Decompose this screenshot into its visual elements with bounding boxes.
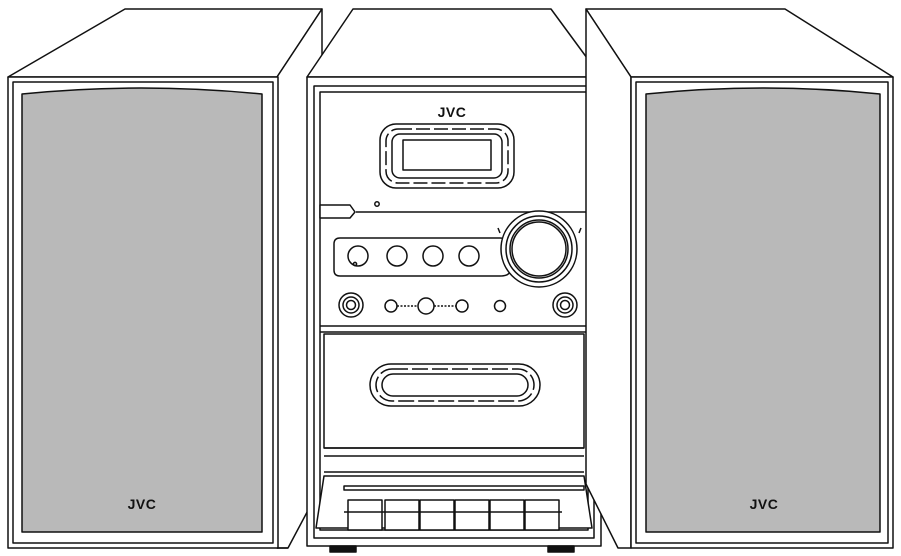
cassette-key-4[interactable]	[454, 499, 490, 531]
cassette-key-3[interactable]	[419, 499, 455, 531]
unit-foot-right	[547, 545, 575, 553]
tuning-button-center[interactable]	[417, 297, 435, 315]
button-1[interactable]	[347, 245, 369, 267]
tuning-button-left[interactable]	[384, 299, 398, 313]
cassette-key-2[interactable]	[384, 499, 420, 531]
cassette-key-1[interactable]	[347, 499, 383, 531]
right-speaker-top	[585, 8, 894, 78]
right-speaker-grille	[645, 87, 881, 533]
button-4[interactable]	[458, 245, 480, 267]
control-panel	[333, 210, 582, 318]
tuning-button-right[interactable]	[455, 299, 469, 313]
display-panel: JVC	[379, 104, 515, 189]
left-speaker-top	[7, 8, 323, 78]
right-speaker-side	[585, 8, 632, 549]
left-speaker-logo: JVC	[128, 496, 157, 512]
unit-logo: JVC	[438, 104, 467, 120]
cassette-keys	[315, 475, 593, 531]
right-speaker: JVC	[585, 8, 894, 549]
main-unit: JVC	[306, 8, 602, 553]
display-screen	[402, 139, 492, 171]
cd-eject-tab[interactable]	[319, 204, 356, 219]
right-speaker-logo: JVC	[750, 496, 779, 512]
button-2[interactable]	[386, 245, 408, 267]
button-3[interactable]	[422, 245, 444, 267]
unit-top	[306, 8, 602, 78]
small-button[interactable]	[493, 299, 507, 313]
cassette-key-5[interactable]	[489, 499, 525, 531]
cassette-key-6[interactable]	[524, 499, 560, 531]
unit-foot-left	[329, 545, 357, 553]
left-speaker-grille	[21, 87, 263, 533]
cassette-deck	[323, 333, 585, 473]
indicator-led	[374, 201, 380, 207]
left-speaker: JVC	[7, 8, 323, 549]
